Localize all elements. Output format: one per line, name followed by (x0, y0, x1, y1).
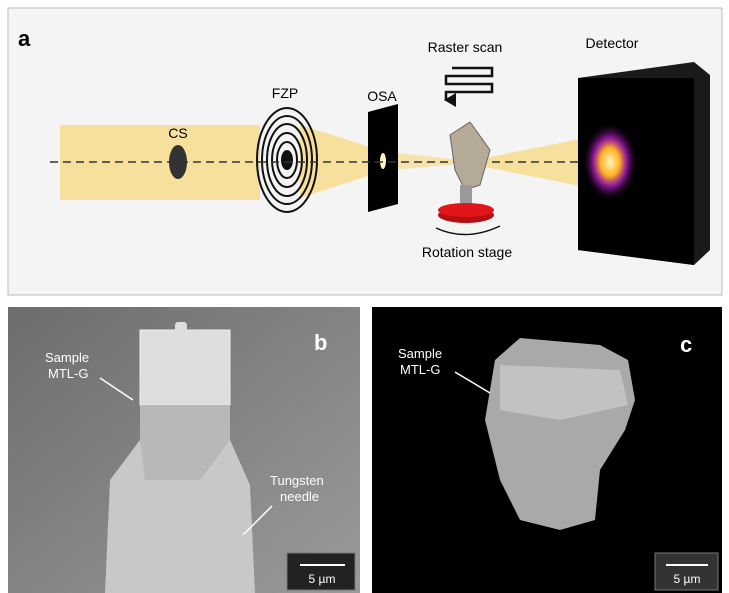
fzp-icon (256, 107, 318, 213)
arrow-sample-b (99, 377, 134, 401)
panel-b: b Sample MTL-G Tungsten needle 5 µm (8, 307, 360, 593)
label-sample-b-2: MTL-G (48, 366, 88, 381)
scale-bar-box-b (286, 552, 356, 591)
scale-label-c: 5 µm (674, 572, 701, 586)
sample-block (139, 329, 231, 406)
sample-facet (500, 365, 628, 420)
label-fzp: FZP (272, 85, 298, 101)
label-cs: CS (168, 125, 187, 141)
arrow-needle (242, 505, 273, 536)
panel-letter-a: a (18, 26, 31, 51)
label-needle-1: Tungsten (270, 473, 324, 488)
panel-letter-c: c (680, 332, 692, 357)
central-stop (169, 145, 187, 179)
beam-to-sample (390, 152, 460, 170)
label-needle-2: needle (280, 489, 319, 504)
sample-3d (449, 121, 491, 191)
rotation-stage-top (438, 203, 494, 217)
label-raster-scan: Raster scan (428, 39, 503, 55)
label-rotation-stage: Rotation stage (422, 244, 512, 260)
label-sample-b-1: Sample (45, 350, 89, 365)
panel-c: c Sample MTL-G 5 µm (372, 307, 722, 593)
diffraction-pattern (582, 122, 638, 202)
sample-pin (460, 185, 472, 205)
needle-tip (140, 405, 230, 480)
osa-hole (380, 153, 386, 169)
label-sample-c-2: MTL-G (400, 362, 440, 377)
raster-scan-icon (444, 66, 494, 100)
scale-label-b: 5 µm (309, 572, 336, 586)
panel-a: a CS FZP OSA Raster scan Rotation stage … (7, 7, 723, 296)
scale-bar-box-c (654, 552, 719, 591)
deposit (175, 322, 187, 332)
panel-letter-b: b (314, 330, 327, 355)
raster-arrow-icon (444, 93, 456, 107)
rotation-arrow-icon (435, 225, 501, 236)
arrow-sample-c (454, 371, 491, 394)
label-osa: OSA (367, 88, 397, 104)
label-sample-c-1: Sample (398, 346, 442, 361)
label-detector: Detector (586, 35, 639, 51)
